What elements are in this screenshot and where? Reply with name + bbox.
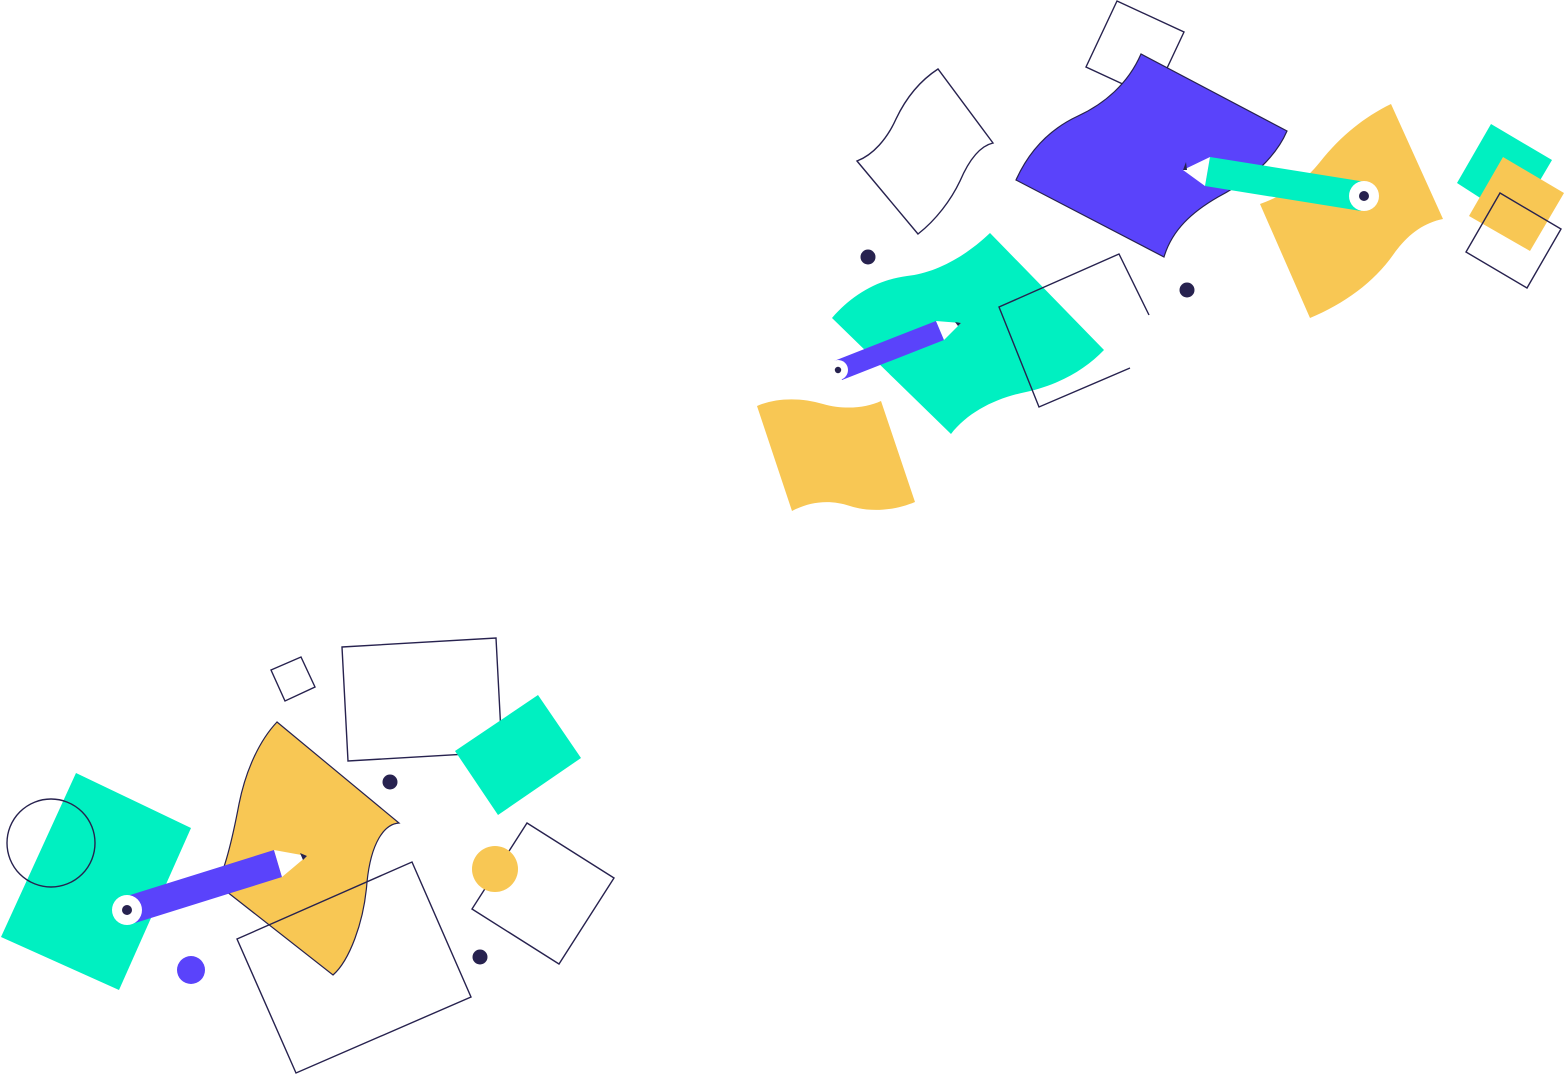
violet-dot	[177, 956, 205, 984]
outline-square	[236, 861, 472, 1074]
outline-square	[1465, 192, 1562, 289]
outline-circle	[6, 798, 96, 888]
dot	[472, 949, 488, 965]
pencil	[1183, 157, 1379, 211]
dot	[860, 249, 876, 265]
mint-tile	[1, 773, 191, 990]
mustard-tile	[1469, 157, 1564, 251]
mustard-dot	[472, 846, 518, 892]
mint-wavy-sheet	[832, 233, 1104, 434]
outline-square	[270, 656, 316, 702]
outline-square	[998, 253, 1150, 408]
pencil	[828, 321, 961, 380]
mustard-wavy-sheet	[1260, 104, 1443, 318]
violet-wavy-sheet	[1015, 53, 1288, 258]
mustard-wavy-sheet	[757, 399, 915, 511]
mustard-wavy-sheet	[216, 721, 401, 976]
outline-wavy-sheet	[855, 68, 995, 235]
dot	[1179, 282, 1195, 298]
pencil	[112, 850, 307, 925]
mint-tile	[455, 695, 581, 815]
dot	[382, 774, 398, 790]
outline-square	[471, 822, 615, 965]
